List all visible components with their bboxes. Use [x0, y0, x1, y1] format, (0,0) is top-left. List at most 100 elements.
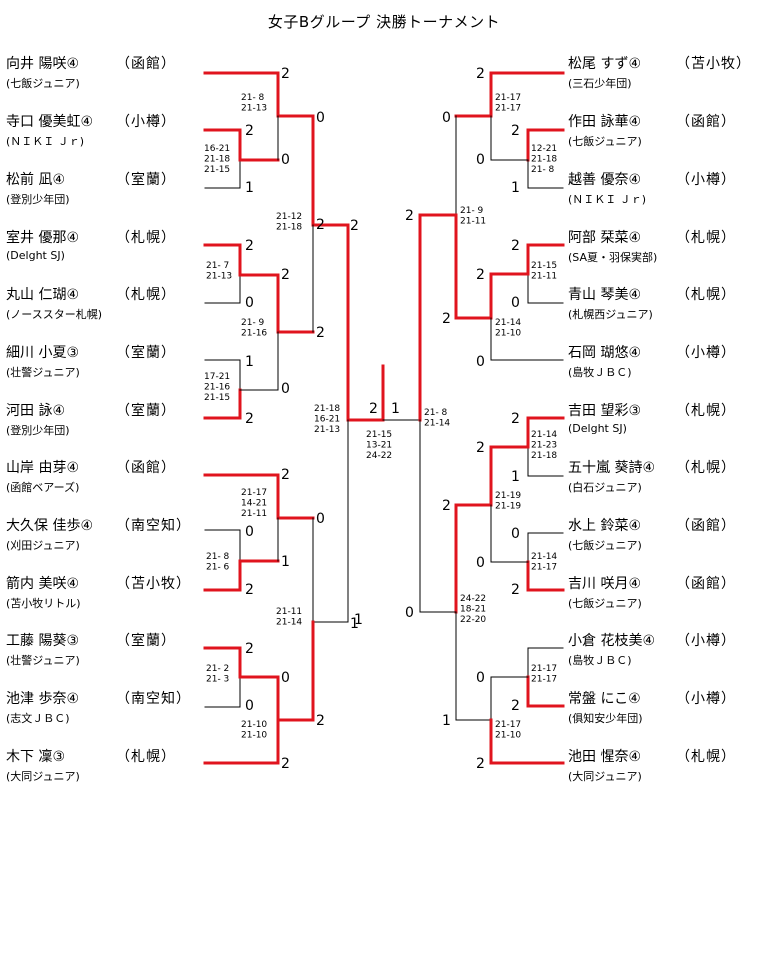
player-club: (俱知安少年団)	[568, 712, 643, 725]
match-score: 0	[281, 381, 290, 397]
player-region: （札幌）	[116, 230, 176, 246]
player-club: (七飯ジュニア)	[568, 135, 642, 148]
player-region: （南空知）	[116, 518, 191, 534]
player-club: (ＮＩＫＩ Ｊｒ)	[6, 135, 85, 148]
player-name: 木下 凜③	[6, 749, 66, 765]
match-score: 0	[511, 526, 520, 542]
match-score: 0	[476, 555, 485, 571]
match-score: 0	[281, 152, 290, 168]
player-region: （函館）	[116, 460, 176, 476]
match-score: 2	[316, 713, 325, 729]
player-name: 水上 鈴菜④	[568, 518, 642, 534]
match-score: 0	[245, 524, 254, 540]
match-score: 2	[442, 498, 451, 514]
player-region: （室蘭）	[116, 345, 176, 361]
player-club: (登別少年団)	[6, 424, 70, 437]
player-club: (Delght SJ)	[568, 422, 627, 435]
match-score: 2	[281, 267, 290, 283]
player-name: 松前 凪④	[6, 172, 66, 188]
player-name: 池津 歩奈④	[6, 691, 80, 707]
match-score: 2	[281, 756, 290, 772]
match-score: 0	[476, 152, 485, 168]
player-region: （函館）	[676, 114, 736, 130]
player-name: 五十嵐 葵詩④	[568, 460, 656, 476]
player-region: （札幌）	[116, 287, 176, 303]
match-score: 2	[476, 440, 485, 456]
player-club: (志文ＪＢＣ)	[6, 712, 70, 725]
player-club: (七飯ジュニア)	[568, 539, 642, 552]
player-name: 石岡 瑚悠④	[568, 345, 642, 361]
player-region: （札幌）	[676, 749, 736, 765]
match-score: 0	[281, 670, 290, 686]
player-region: （小樽）	[676, 345, 736, 361]
player-region: （室蘭）	[116, 403, 176, 419]
player-club: (島牧ＪＢＣ)	[568, 366, 632, 379]
player-name: 室井 優那④	[6, 230, 80, 246]
player-club: (ＮＩＫＩ Ｊｒ)	[568, 193, 647, 206]
match-score: 1	[511, 180, 520, 196]
player-name: 山岸 由芽④	[6, 460, 80, 476]
player-region: （札幌）	[676, 230, 736, 246]
player-name: 青山 琴美④	[568, 287, 642, 303]
match-score: 0	[316, 511, 325, 527]
player-name: 向井 陽咲④	[6, 56, 80, 72]
match-score: 2	[316, 217, 325, 233]
match-score: 2	[369, 401, 378, 417]
player-name: 松尾 すず④	[568, 56, 642, 72]
match-score: 1	[350, 616, 359, 632]
player-club: (函館ベアーズ)	[6, 481, 80, 494]
player-name: 丸山 仁瑚④	[6, 287, 80, 303]
player-region: （苫小牧）	[676, 56, 751, 72]
match-score: 2	[476, 267, 485, 283]
match-score: 2	[245, 123, 254, 139]
match-score: 2	[350, 218, 359, 234]
match-score: 2	[511, 411, 520, 427]
match-score: 2	[511, 238, 520, 254]
player-club: (壮警ジュニア)	[6, 366, 80, 379]
player-name: 大久保 佳歩④	[6, 518, 94, 534]
match-score: 2	[281, 66, 290, 82]
player-region: （函館）	[116, 56, 176, 72]
match-score: 1	[391, 401, 400, 417]
player-name: 細川 小夏③	[6, 345, 80, 361]
player-name: 常盤 にこ④	[568, 691, 641, 707]
player-name: 工藤 陽葵③	[6, 633, 80, 649]
player-club: (白石ジュニア)	[568, 481, 642, 494]
player-region: （函館）	[676, 518, 736, 534]
match-score: 1	[354, 612, 363, 628]
match-score: 0	[511, 295, 520, 311]
match-score: 0	[245, 698, 254, 714]
match-score: 1	[442, 713, 451, 729]
match-score: 1	[245, 180, 254, 196]
player-name: 吉田 望彩③	[568, 403, 642, 419]
match-score: 2	[511, 123, 520, 139]
match-score: 0	[476, 670, 485, 686]
match-score: 2	[245, 641, 254, 657]
player-name: 箭内 美咲④	[6, 576, 80, 592]
match-score: 2	[405, 208, 414, 224]
match-score: 1	[245, 354, 254, 370]
player-region: （小樽）	[676, 633, 736, 649]
player-club: (札幌西ジュニア)	[568, 308, 653, 321]
match-score: 0	[405, 605, 414, 621]
match-score: 2	[511, 582, 520, 598]
